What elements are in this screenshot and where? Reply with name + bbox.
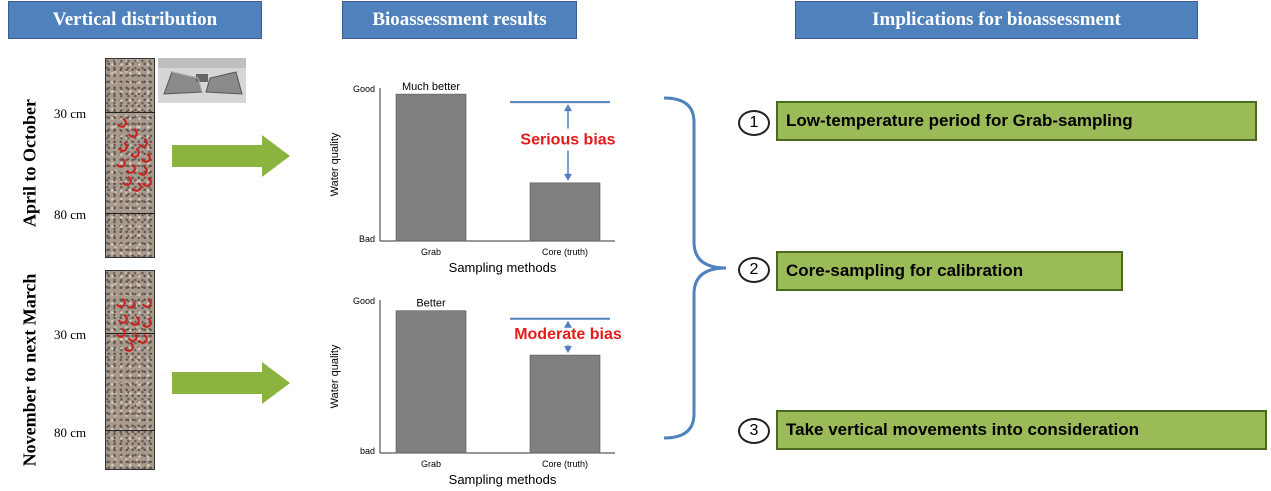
bias-label: Moderate bias — [514, 326, 622, 343]
x-tick-label: Core (truth) — [542, 247, 588, 257]
organism-icon — [128, 128, 138, 138]
implication-box-2: Core-sampling for calibration — [776, 251, 1123, 291]
organism-icon — [118, 314, 128, 324]
bar-annotation: Better — [416, 298, 446, 310]
organisms-top — [116, 118, 152, 192]
organism-icon — [142, 318, 152, 328]
sediment-core-bottom — [105, 270, 155, 470]
organism-icon — [141, 153, 151, 163]
bar-grab — [395, 93, 467, 242]
implication-box-1: Low-temperature period for Grab-sampling — [776, 101, 1257, 141]
y-tick-label-bad: Bad — [359, 234, 375, 244]
bias-arrowhead-down — [564, 173, 572, 181]
x-tick-label: Grab — [421, 459, 441, 469]
organism-icon — [132, 182, 142, 192]
arrow-top — [172, 135, 290, 177]
organism-icon — [138, 138, 148, 148]
header-implications: Implications for bioassessment — [795, 1, 1198, 39]
bias-arrowhead-up — [564, 104, 572, 112]
bias-label: Serious bias — [520, 131, 615, 148]
x-axis-label: Sampling methods — [449, 472, 557, 487]
depth-line-30cm-top — [105, 112, 155, 113]
y-tick-label-good: Good — [353, 296, 375, 306]
season-label-november-march: November to next March — [19, 273, 40, 467]
x-tick-label: Grab — [421, 247, 441, 257]
organism-icon — [116, 158, 126, 168]
organism-icon — [116, 298, 126, 308]
depth-line-80cm-top — [105, 213, 155, 214]
organism-icon — [117, 118, 127, 128]
organisms-bottom — [116, 298, 152, 352]
depth-line-30cm-bottom — [105, 333, 155, 334]
implication-number-2: 2 — [738, 257, 770, 283]
organism-icon — [138, 166, 148, 176]
organism-icon — [128, 301, 136, 309]
header-vertical-distribution: Vertical distribution — [8, 1, 262, 39]
depth-label-80cm-bottom: 80 cm — [54, 425, 87, 440]
organism-icon — [130, 148, 140, 158]
x-tick-label: Core (truth) — [542, 459, 588, 469]
organism-icon — [122, 176, 132, 186]
grouping-brace — [663, 96, 727, 440]
organism-icon — [130, 316, 140, 326]
arrow-bottom — [172, 362, 290, 404]
bar-grab — [395, 310, 467, 454]
organism-icon — [138, 334, 148, 344]
organism-icon — [124, 342, 134, 352]
organism-icon — [116, 328, 126, 338]
y-axis-label: Water quality — [329, 344, 341, 408]
x-axis-label: Sampling methods — [449, 260, 557, 275]
organism-icon — [142, 177, 152, 187]
organism-icon — [128, 332, 138, 342]
bar-annotation: Much better — [402, 81, 460, 93]
grab-sampler-image — [158, 58, 246, 103]
header-bioassessment-results: Bioassessment results — [342, 1, 577, 39]
bias-arrowhead-up — [564, 320, 572, 328]
implication-number-1: 1 — [738, 110, 770, 136]
implication-box-3: Take vertical movements into considerati… — [776, 410, 1267, 450]
organism-icon — [126, 164, 136, 174]
depth-line-80cm-bottom — [105, 430, 155, 431]
y-axis-label: Water quality — [329, 132, 341, 196]
bias-arrowhead-down — [564, 346, 572, 354]
bar-core — [529, 182, 601, 242]
depth-label-30cm-bottom: 30 cm — [54, 327, 87, 342]
organism-icon — [142, 298, 152, 308]
y-tick-label-good: Good — [353, 84, 375, 94]
organism-icon — [118, 142, 128, 152]
depth-label-80cm-top: 80 cm — [54, 207, 87, 222]
y-tick-label-bad: bad — [360, 446, 375, 456]
season-label-april-october: April to October — [19, 99, 40, 227]
bar-core — [529, 354, 601, 454]
depth-label-30cm-top: 30 cm — [54, 106, 87, 121]
implication-number-3: 3 — [738, 418, 770, 444]
sediment-core-top — [105, 58, 155, 258]
